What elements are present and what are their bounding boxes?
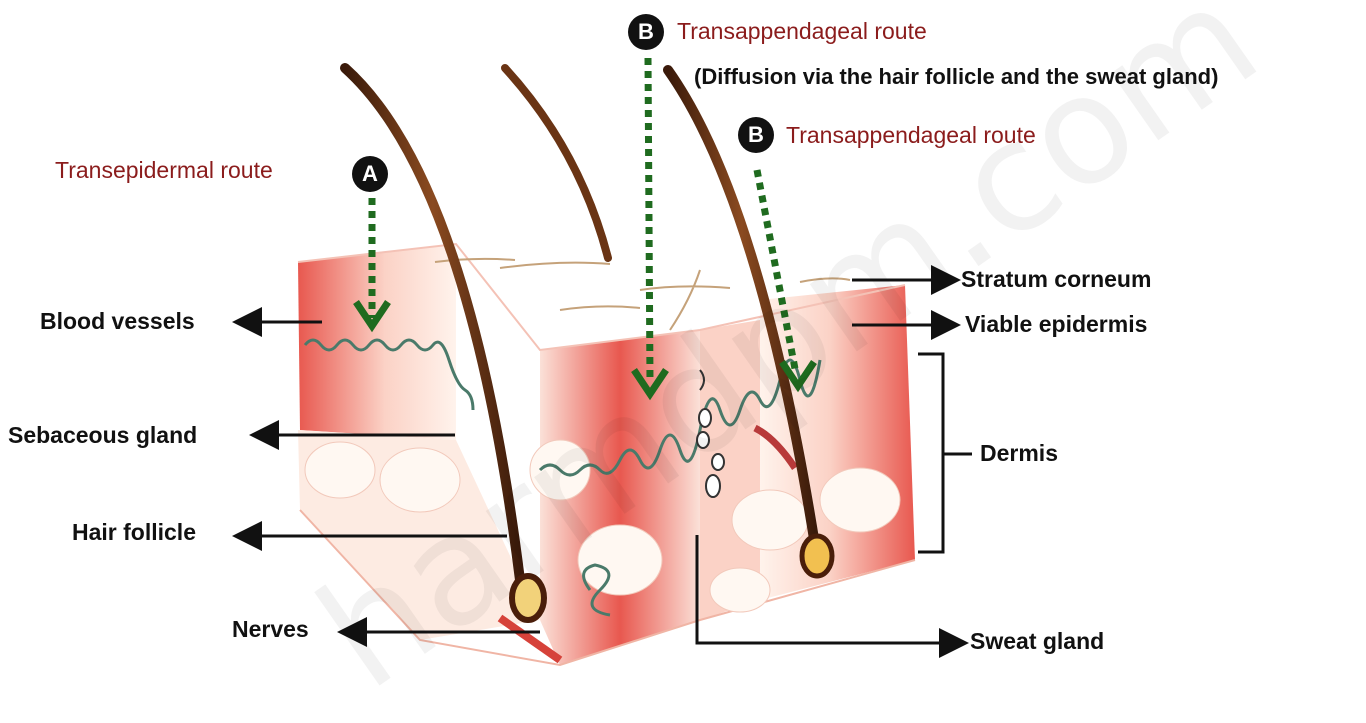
label-sweat-gland: Sweat gland xyxy=(970,630,1104,653)
badge-b-mid: B xyxy=(738,117,774,153)
label-dermis: Dermis xyxy=(980,442,1058,465)
label-transappendageal-route-mid: Transappendageal route xyxy=(786,124,1036,147)
label-nerves: Nerves xyxy=(232,618,309,641)
label-stratum-corneum: Stratum corneum xyxy=(961,268,1151,291)
label-viable-epidermis: Viable epidermis xyxy=(965,313,1147,336)
hair-bulb-right xyxy=(802,536,832,576)
label-sebaceous-gland: Sebaceous gland xyxy=(8,424,197,447)
skin-diagram xyxy=(0,0,1366,679)
badge-b-top: B xyxy=(628,14,664,50)
hair-bulb-left xyxy=(512,576,544,620)
label-diffusion-note: (Diffusion via the hair follicle and the… xyxy=(694,66,1218,88)
label-transappendageal-route-top: Transappendageal route xyxy=(677,20,927,43)
label-hair-follicle: Hair follicle xyxy=(72,521,196,544)
label-transepidermal-route: Transepidermal route xyxy=(55,159,273,182)
hair-center xyxy=(505,68,608,258)
skin-block xyxy=(298,244,915,665)
badge-a: A xyxy=(352,156,388,192)
label-blood-vessels: Blood vessels xyxy=(40,310,195,333)
